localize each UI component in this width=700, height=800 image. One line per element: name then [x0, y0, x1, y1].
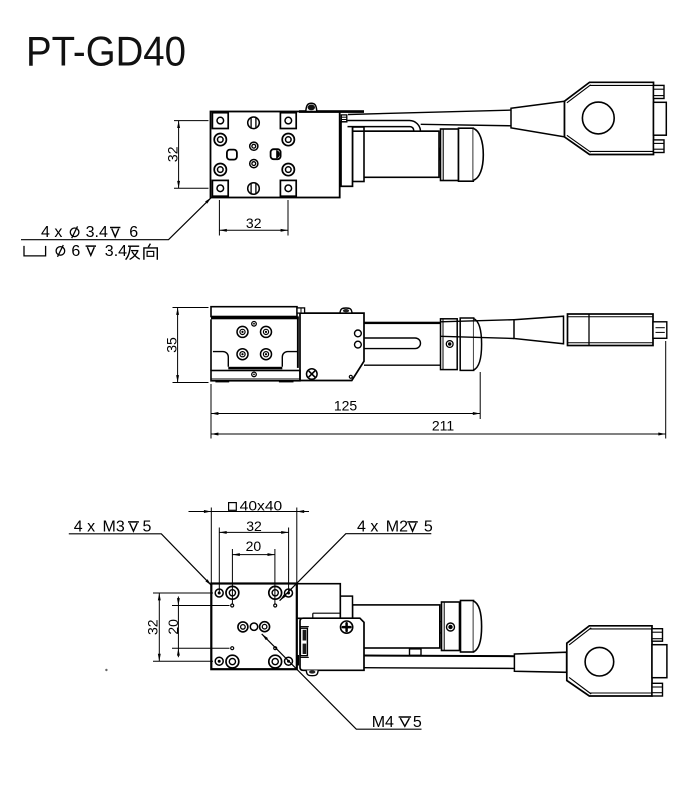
svg-text:PT-GD40: PT-GD40 [26, 28, 186, 75]
svg-text:M4: M4 [372, 714, 394, 731]
svg-text:20: 20 [246, 538, 262, 554]
svg-text:5: 5 [143, 519, 152, 536]
svg-text:211: 211 [432, 418, 455, 434]
svg-text:4 x: 4 x [357, 519, 378, 536]
svg-text:5: 5 [413, 714, 422, 731]
svg-text:32: 32 [164, 146, 180, 162]
svg-text:3.4: 3.4 [105, 243, 127, 260]
svg-text:32: 32 [246, 518, 262, 534]
svg-text:35: 35 [163, 337, 179, 353]
svg-text:20: 20 [165, 619, 181, 635]
svg-text:4 x: 4 x [41, 224, 62, 241]
svg-text:32: 32 [144, 619, 160, 635]
svg-text:40x40: 40x40 [240, 498, 283, 514]
svg-text:32: 32 [246, 215, 262, 231]
svg-text:M3: M3 [103, 519, 125, 536]
svg-text:4 x: 4 x [74, 519, 95, 536]
svg-text:6: 6 [129, 224, 138, 241]
svg-text:3.4: 3.4 [86, 224, 108, 241]
svg-text:5: 5 [424, 519, 433, 536]
svg-text:6: 6 [71, 243, 80, 260]
svg-text:M2: M2 [386, 519, 408, 536]
svg-text:125: 125 [334, 397, 358, 413]
